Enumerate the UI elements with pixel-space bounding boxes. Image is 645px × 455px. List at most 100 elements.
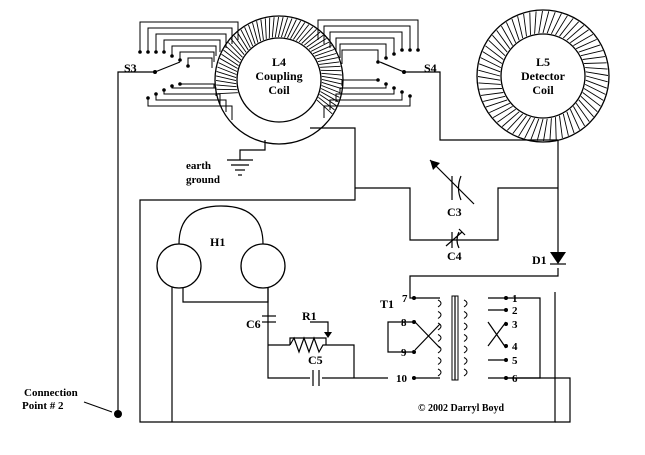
resistor-r1	[289, 332, 332, 354]
ground-label: ground	[186, 174, 220, 186]
switch-s4	[317, 19, 558, 141]
coil-turn	[517, 16, 524, 39]
coil-turn	[318, 96, 335, 111]
connection-point-label-2: Point # 2	[22, 400, 64, 412]
coil-turn	[295, 24, 310, 41]
h1-label: H1	[210, 235, 225, 249]
coil-turn	[584, 62, 607, 64]
s4-label: S4	[424, 61, 437, 75]
coil-turn	[485, 45, 504, 60]
coil-turn	[321, 75, 343, 81]
pin-9: 9	[401, 347, 407, 359]
coil-turn	[529, 12, 531, 35]
transformer-winding	[463, 368, 468, 377]
coil-turn	[223, 49, 240, 64]
coil-turn	[320, 65, 341, 68]
copyright-text: © 2002 Darryl Boyd	[418, 403, 505, 414]
coil-turn	[542, 11, 550, 34]
coil-turn	[230, 38, 245, 55]
coil-turn	[585, 83, 606, 95]
coil-turn	[578, 44, 601, 53]
transformer-winding	[463, 357, 468, 365]
coil-turn	[306, 34, 324, 48]
capacitor-c5	[310, 370, 322, 386]
l5-label: L5	[536, 55, 550, 69]
transformer-winding	[463, 322, 468, 331]
coil-turn	[582, 92, 601, 107]
coil-turn	[260, 19, 264, 40]
t1-left-pins: 7 8 9 10	[396, 293, 408, 385]
circuit-wiring	[139, 127, 571, 423]
pin-4: 4	[512, 341, 518, 353]
coil-turn	[274, 16, 280, 38]
coil-turn	[583, 88, 604, 101]
connection-point-label-1: Connection	[24, 387, 78, 399]
capacitor-c3	[429, 159, 475, 205]
c4-label: C4	[447, 249, 462, 263]
coil-turn	[219, 57, 238, 69]
diode-d1	[550, 252, 566, 265]
coil-turn	[317, 57, 338, 63]
coil-turn	[482, 51, 503, 64]
coil-turn	[478, 63, 501, 73]
transformer-winding	[463, 311, 468, 319]
transformer-winding	[437, 299, 442, 308]
coil-turn	[518, 116, 531, 137]
coil-turn	[543, 118, 548, 142]
coil-turn	[248, 24, 256, 45]
transformer-t1	[412, 295, 508, 381]
coil-turn	[215, 79, 237, 85]
coupling-coil-l4	[214, 15, 344, 145]
coil-turn	[280, 17, 289, 38]
c5-label: C5	[308, 353, 323, 367]
coil-turn	[321, 72, 342, 76]
pin-7: 7	[402, 293, 408, 305]
coil-turn	[585, 67, 608, 70]
coil-turn	[534, 11, 537, 34]
coil-turn	[585, 75, 608, 83]
coil-turn	[566, 25, 585, 41]
coil-turn	[237, 32, 249, 51]
coil-turn	[489, 102, 510, 114]
detector-coil-l5	[476, 9, 610, 143]
coil-turn	[562, 113, 569, 136]
coil-turn	[264, 18, 267, 39]
coil-turn	[501, 111, 520, 127]
transformer-winding	[437, 357, 442, 365]
coil-turn	[271, 17, 275, 38]
earth-label: earth	[186, 160, 211, 172]
coil-turn	[221, 53, 239, 66]
coil-turn	[314, 49, 335, 57]
coil-turn	[536, 118, 544, 141]
coil-turn	[573, 106, 585, 127]
transformer-winding	[463, 334, 468, 342]
l5-sublabel-1: Detector	[521, 69, 566, 83]
coil-turn	[316, 53, 337, 60]
capacitor-c6	[262, 315, 276, 323]
coil-turn	[218, 62, 238, 72]
coil-turn	[233, 35, 247, 53]
coil-turn	[492, 106, 513, 118]
coil-turn	[293, 22, 306, 40]
coil-turn	[321, 78, 343, 85]
coil-turn	[304, 31, 321, 46]
c3-label: C3	[447, 205, 462, 219]
coil-turn	[524, 118, 536, 139]
coil-turn	[483, 95, 506, 102]
coil-turn	[215, 75, 237, 82]
coil-turn	[506, 113, 524, 131]
l4-label: L4	[272, 55, 286, 69]
coil-turn	[501, 25, 513, 46]
coil-turn	[216, 70, 237, 79]
coil-turn	[321, 85, 341, 94]
transformer-winding	[463, 299, 468, 308]
coil-turn	[512, 115, 527, 134]
coil-turn	[570, 29, 589, 44]
pin-3: 3	[512, 319, 518, 331]
coil-turn	[566, 111, 575, 134]
coil-turn	[301, 28, 317, 44]
coil-turn	[549, 118, 552, 141]
coil-turn	[312, 45, 332, 55]
coil-turn	[319, 94, 337, 107]
headphones-h1	[156, 205, 286, 289]
